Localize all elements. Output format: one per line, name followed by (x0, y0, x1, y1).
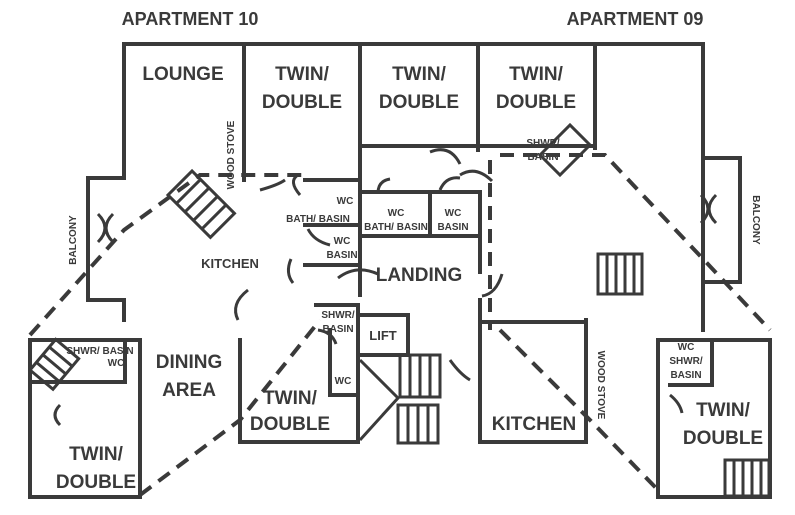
wc-left-label: WC (108, 358, 125, 369)
wc-right-label: WC (678, 342, 695, 353)
roof-dashed-lines (28, 153, 772, 497)
stairs-icon (27, 168, 771, 498)
twin-e-label-2: DOUBLE (56, 472, 136, 493)
twin-b-label-1: TWIN/ (392, 64, 447, 85)
lift-label: LIFT (369, 328, 396, 343)
kitchen-left-label: KITCHEN (201, 256, 259, 271)
dining-label-2: AREA (162, 380, 216, 401)
twin-c-label-1: TWIN/ (509, 64, 564, 85)
shwr-mid-label-1: SHWR/ (321, 310, 355, 321)
wc-4-label: WC (445, 208, 462, 219)
balcony-left-label: BALCONY (68, 215, 79, 265)
twin-f-label-1: TWIN/ (696, 400, 751, 421)
basin-4-label: BASIN (437, 222, 468, 233)
shwr-top-label-1: SHWR/ (526, 138, 560, 149)
wc-2-label: WC (334, 236, 351, 247)
dining-label-1: DINING (156, 352, 223, 373)
shwr-top-label-2: BASIN (527, 152, 558, 163)
twin-f-label-2: DOUBLE (683, 428, 763, 449)
wc-small-label: WC (335, 376, 352, 387)
apartment-10-header: APARTMENT 10 (122, 9, 259, 29)
shwr-right-label: SHWR/ (669, 356, 703, 367)
twin-e-label-1: TWIN/ (69, 444, 124, 465)
apartment-09-header: APARTMENT 09 (567, 9, 704, 29)
wood-stove-right-label: WOOD STOVE (595, 351, 606, 420)
shwr-mid-label-2: BASIN (322, 324, 353, 335)
kitchen-right-label: KITCHEN (492, 414, 576, 435)
balcony-right-label: BALCONY (750, 195, 761, 245)
wood-stove-left-label: WOOD STOVE (226, 120, 237, 189)
door-swing-icon (53, 122, 718, 427)
shwr-left-label: SHWR/ BASIN (66, 346, 133, 357)
interior-walls (28, 42, 714, 397)
twin-b-label-2: DOUBLE (379, 92, 459, 113)
bath-basin-3-label: BATH/ BASIN (364, 222, 428, 233)
twin-a-label-2: DOUBLE (262, 92, 342, 113)
outer-walls (28, 42, 772, 499)
wc-3-label: WC (388, 208, 405, 219)
landing-label: LANDING (376, 265, 463, 286)
twin-a-label-1: TWIN/ (275, 64, 330, 85)
twin-c-label-2: DOUBLE (496, 92, 576, 113)
basin-right-label: BASIN (670, 370, 701, 381)
twin-d-label-2: DOUBLE (250, 414, 330, 435)
twin-d-label-1: TWIN/ (263, 388, 318, 409)
basin-2-label: BASIN (326, 250, 357, 261)
wc-1-label: WC (337, 196, 354, 207)
bath-basin-label: BATH/ BASIN (286, 214, 350, 225)
lounge-label: LOUNGE (142, 64, 223, 85)
